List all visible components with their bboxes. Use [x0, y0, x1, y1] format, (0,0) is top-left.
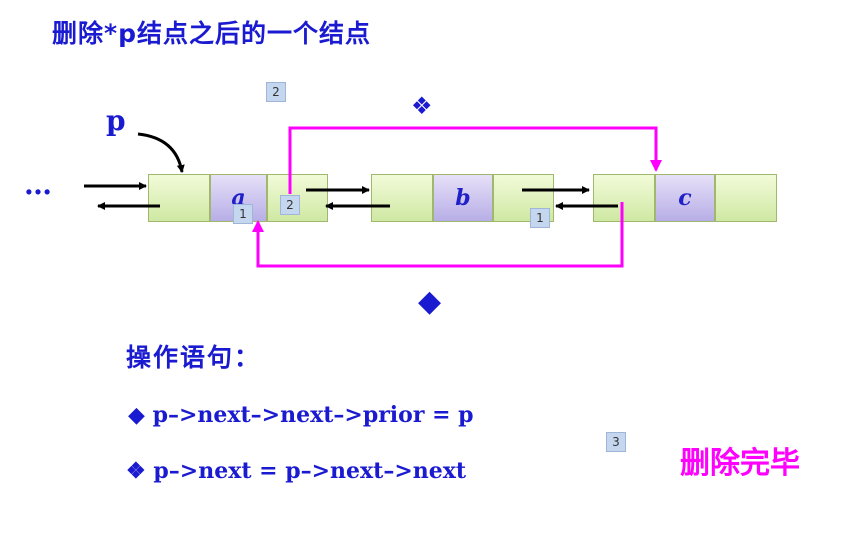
pointer-p-arrow: [137, 132, 185, 173]
bottom-diamond-marker: ◆: [418, 284, 442, 319]
statement-1-marker: ◆: [128, 402, 145, 428]
top-diamond-marker: ❖: [411, 92, 433, 120]
node-c-prior-field: [593, 174, 655, 222]
step-tag: 1: [530, 208, 550, 228]
step-tag: 2: [266, 82, 286, 102]
operations-title: 操作语句：: [126, 343, 262, 372]
node-c-data: c: [655, 174, 715, 222]
step-tag: 1: [233, 204, 253, 224]
done-label: 删除完毕: [680, 446, 800, 481]
new-prior-link-arrow: [252, 202, 624, 268]
node-c-next-field: [715, 174, 777, 222]
pointer-p-label: p: [106, 104, 126, 137]
page-title: 删除*p结点之后的一个结点: [52, 19, 371, 48]
node-a-prior-field: [148, 174, 210, 222]
step-tag: 3: [606, 432, 626, 452]
node-b-data: b: [433, 174, 493, 222]
step-tag: 2: [280, 195, 300, 215]
statement-2-marker: ❖: [126, 458, 146, 484]
statement-2-text: p–>next = p–>next–>next: [153, 458, 467, 484]
statement-2: ❖ p–>next = p–>next–>next: [126, 458, 466, 484]
statement-1: ◆ p–>next–>next–>prior = p: [128, 402, 474, 428]
node-b-prior-field: [371, 174, 433, 222]
new-next-link-arrow: [288, 126, 662, 194]
statement-1-text: p–>next–>next–>prior = p: [152, 402, 474, 428]
ellipsis: …: [24, 168, 52, 201]
